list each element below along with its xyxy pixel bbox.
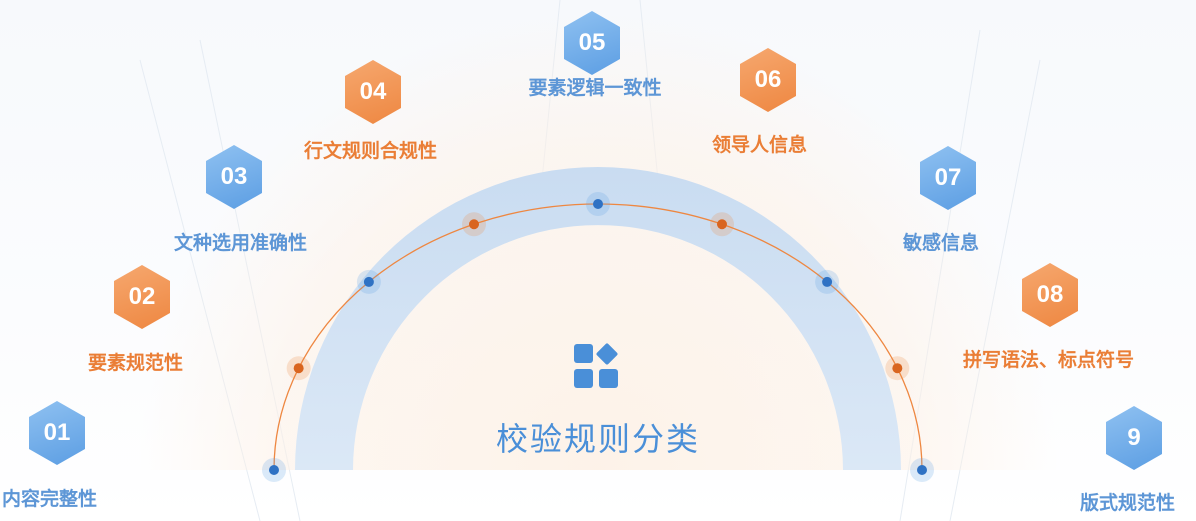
- orbit-dot: [892, 363, 903, 374]
- orbit-dot: [917, 465, 927, 475]
- orbit-dots: [262, 192, 934, 482]
- rule-label: 要素规范性: [88, 352, 184, 374]
- rule-label: 版式规范性: [1080, 492, 1176, 514]
- orbit-dot: [469, 219, 480, 230]
- orbit-dot: [269, 465, 279, 475]
- orbit-dot: [822, 276, 833, 287]
- rule-label: 领导人信息: [712, 134, 808, 156]
- rule-number-badge: 04: [345, 60, 401, 124]
- orbit-dot: [593, 199, 603, 209]
- rule-number-badge: 08: [1022, 263, 1078, 327]
- apps-grid-icon: [574, 343, 618, 388]
- orbit-dot: [363, 276, 374, 287]
- rule-label: 敏感信息: [903, 232, 980, 254]
- rule-number-badge: 9: [1106, 406, 1162, 470]
- blue-band-arc: [295, 167, 901, 470]
- rule-label: 行文规则合规性: [304, 140, 438, 162]
- orbit-dot: [716, 219, 727, 230]
- rule-label: 要素逻辑一致性: [528, 77, 662, 99]
- orbit-dot: [293, 363, 304, 374]
- rule-label: 拼写语法、标点符号: [963, 349, 1135, 371]
- rule-number-badge: 03: [206, 145, 262, 209]
- diagram-title: 校验规则分类: [495, 420, 700, 458]
- rule-label: 内容完整性: [2, 488, 98, 510]
- rule-label: 文种选用准确性: [174, 232, 308, 254]
